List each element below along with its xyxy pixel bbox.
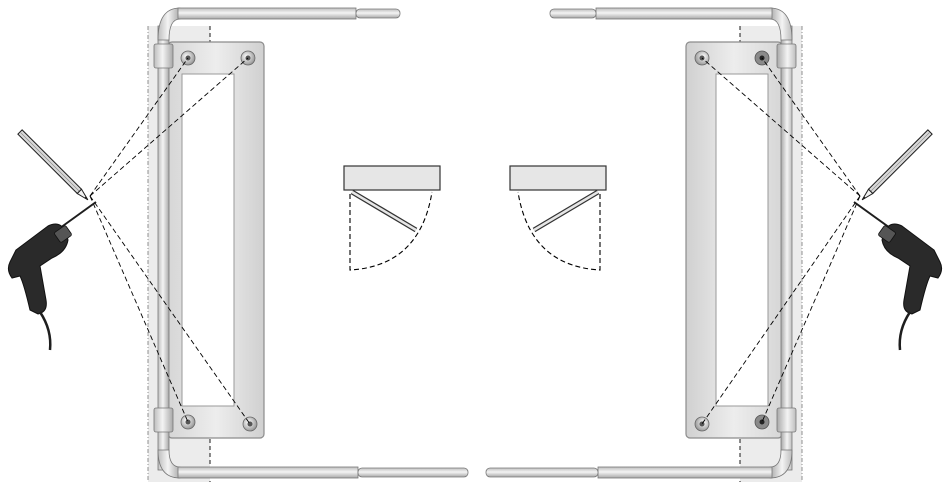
pencil-icon xyxy=(861,129,933,201)
right-bottom-collar xyxy=(776,407,797,433)
drill-icon xyxy=(853,201,943,351)
right-swing-frame xyxy=(509,165,607,191)
left-bottom-collar xyxy=(153,407,174,433)
left-top-collar xyxy=(153,43,174,69)
left-plate-slot xyxy=(181,73,235,407)
screw-icon xyxy=(754,414,770,430)
pencil-icon xyxy=(17,129,89,201)
left-marking-guide-lines xyxy=(89,57,251,425)
left-top-rod-tip xyxy=(355,8,401,19)
left-vertical-rod xyxy=(157,25,170,471)
screw-icon xyxy=(694,416,710,432)
left-top-rod xyxy=(177,7,357,20)
right-top-collar xyxy=(776,43,797,69)
right-swing-arc xyxy=(517,191,601,271)
screw-icon xyxy=(180,414,196,430)
right-marking-guide-lines xyxy=(701,57,861,425)
right-vertical-rod xyxy=(780,25,793,471)
right-top-rod-tip xyxy=(549,8,597,19)
right-bottom-rod xyxy=(597,466,773,479)
right-bottom-rod-tip xyxy=(485,467,599,478)
right-plate-slot xyxy=(715,73,769,407)
door-swing-icon xyxy=(509,165,607,271)
left-bracket-assembly xyxy=(7,7,469,482)
door-swing-icon xyxy=(343,165,441,271)
right-top-rod xyxy=(595,7,773,20)
right-bracket-assembly xyxy=(485,7,943,482)
left-swing-arc xyxy=(349,191,433,271)
left-swing-frame xyxy=(343,165,441,191)
drill-icon xyxy=(7,201,97,351)
screw-icon xyxy=(242,416,258,432)
left-bottom-rod xyxy=(177,466,359,479)
left-bottom-rod-tip xyxy=(357,467,469,478)
